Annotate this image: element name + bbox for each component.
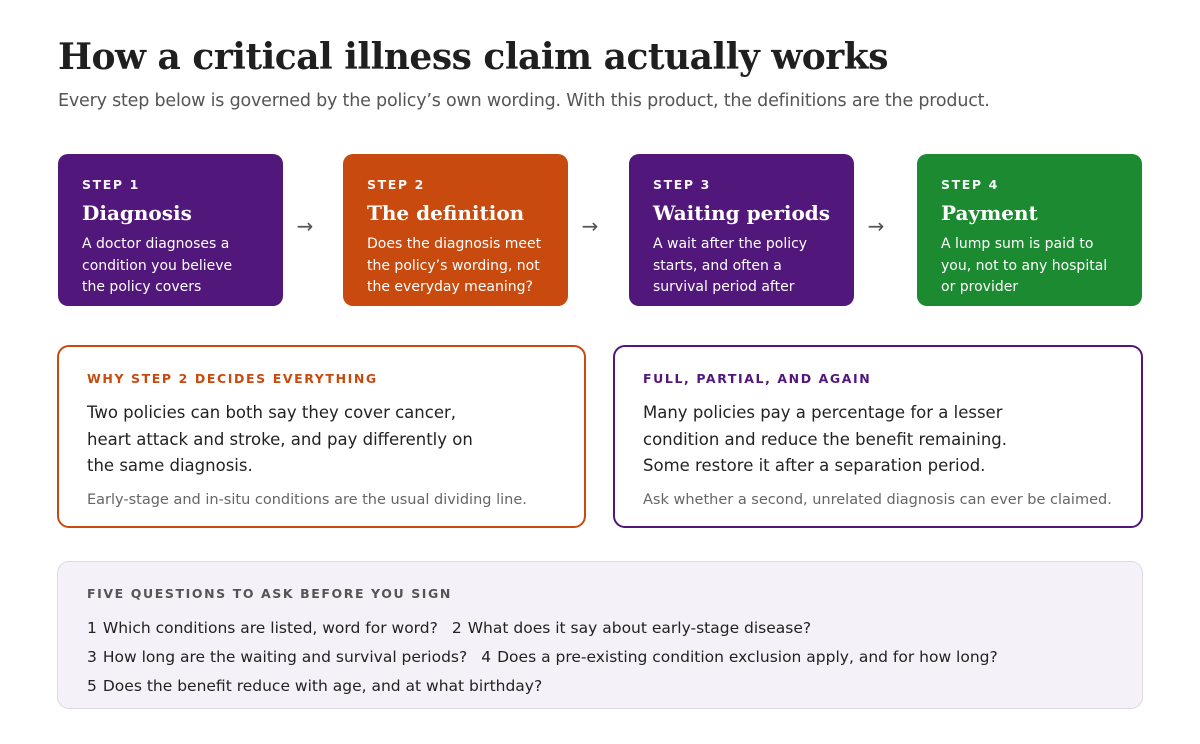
card-note: Ask whether a second, unrelated diagnosi… xyxy=(643,491,1112,508)
card-body-line: condition and reduce the benefit remaini… xyxy=(643,429,1008,449)
card-body-line: Two policies can both say they cover can… xyxy=(87,403,457,422)
full-partial-again-card: FULL, PARTIAL, AND AGAIN Many policies p… xyxy=(613,345,1143,528)
step-description: A lump sum is paid to you, not to any ho… xyxy=(941,236,1108,295)
step-description: A doctor diagnoses a condition you belie… xyxy=(82,236,233,295)
card-body-line: Many policies pay a percentage for a les… xyxy=(643,403,1003,422)
question-number: 3 xyxy=(87,648,97,666)
card-body: Many policies pay a percentage for a les… xyxy=(643,400,1113,480)
arrow-right-icon: → xyxy=(867,214,885,238)
card-body-line: heart attack and stroke, and pay differe… xyxy=(87,429,473,449)
question-text: How long are the waiting and survival pe… xyxy=(102,648,468,666)
arrow-right-icon: → xyxy=(296,214,314,238)
step-title: The definition xyxy=(367,201,525,225)
question-text: Which conditions are listed, word for wo… xyxy=(102,619,438,637)
questions-row: 3 How long are the waiting and survival p… xyxy=(87,643,1113,672)
arrow-right-icon: → xyxy=(581,214,599,238)
step-card-waiting-periods: STEP 3 Waiting periods A wait after the … xyxy=(629,154,854,306)
question-item: 2 What does it say about early-stage dise… xyxy=(452,619,811,637)
step-number: STEP 1 xyxy=(82,177,140,192)
step-title: Waiting periods xyxy=(653,201,831,225)
step-number: STEP 2 xyxy=(367,177,425,192)
step-description: A wait after the policy starts, and ofte… xyxy=(653,236,808,295)
step-title: Payment xyxy=(941,201,1038,225)
step-card-payment: STEP 4 Payment A lump sum is paid to you… xyxy=(917,154,1142,306)
question-text: Does the benefit reduce with age, and at… xyxy=(102,677,543,695)
step-title: Diagnosis xyxy=(82,201,192,225)
question-item: 5 Does the benefit reduce with age, and a… xyxy=(87,677,542,695)
question-number: 5 xyxy=(87,677,97,695)
page-title: How a critical illness claim actually wo… xyxy=(58,36,888,78)
card-body-line: Some restore it after a separation perio… xyxy=(643,456,986,475)
question-text: What does it say about early-stage disea… xyxy=(467,619,812,637)
step-card-definition: STEP 2 The definition Does the diagnosis… xyxy=(343,154,568,306)
question-item: 4 Does a pre-existing condition exclusion… xyxy=(481,648,998,666)
card-body-line: the same diagnosis. xyxy=(87,456,253,475)
question-number: 2 xyxy=(451,619,462,637)
card-body: Two policies can both say they cover can… xyxy=(87,400,556,480)
step-card-diagnosis: STEP 1 Diagnosis A doctor diagnoses a co… xyxy=(58,154,283,306)
step-number: STEP 3 xyxy=(653,177,711,192)
card-note: Early-stage and in-situ conditions are t… xyxy=(87,491,527,508)
question-item: 3 How long are the waiting and survival p… xyxy=(87,648,467,666)
questions-row: 1 Which conditions are listed, word for w… xyxy=(87,614,1113,643)
question-number: 1 xyxy=(87,619,97,637)
questions-row: 5 Does the benefit reduce with age, and a… xyxy=(87,672,1113,701)
step-number: STEP 4 xyxy=(941,177,999,192)
questions-list: 1 Which conditions are listed, word for w… xyxy=(87,614,1113,701)
card-kicker: FULL, PARTIAL, AND AGAIN xyxy=(643,371,872,386)
question-item: 1 Which conditions are listed, word for w… xyxy=(87,619,438,637)
card-kicker: WHY STEP 2 DECIDES EVERYTHING xyxy=(87,371,378,386)
question-number: 4 xyxy=(481,648,492,666)
question-text: Does a pre-existing condition exclusion … xyxy=(497,648,998,666)
page-subtitle: Every step below is governed by the poli… xyxy=(58,91,990,111)
why-step-2-card: WHY STEP 2 DECIDES EVERYTHING Two polici… xyxy=(57,345,586,528)
step-description: Does the diagnosis meet the policy’s wor… xyxy=(367,236,542,295)
questions-kicker: FIVE QUESTIONS TO ASK BEFORE YOU SIGN xyxy=(87,586,452,601)
